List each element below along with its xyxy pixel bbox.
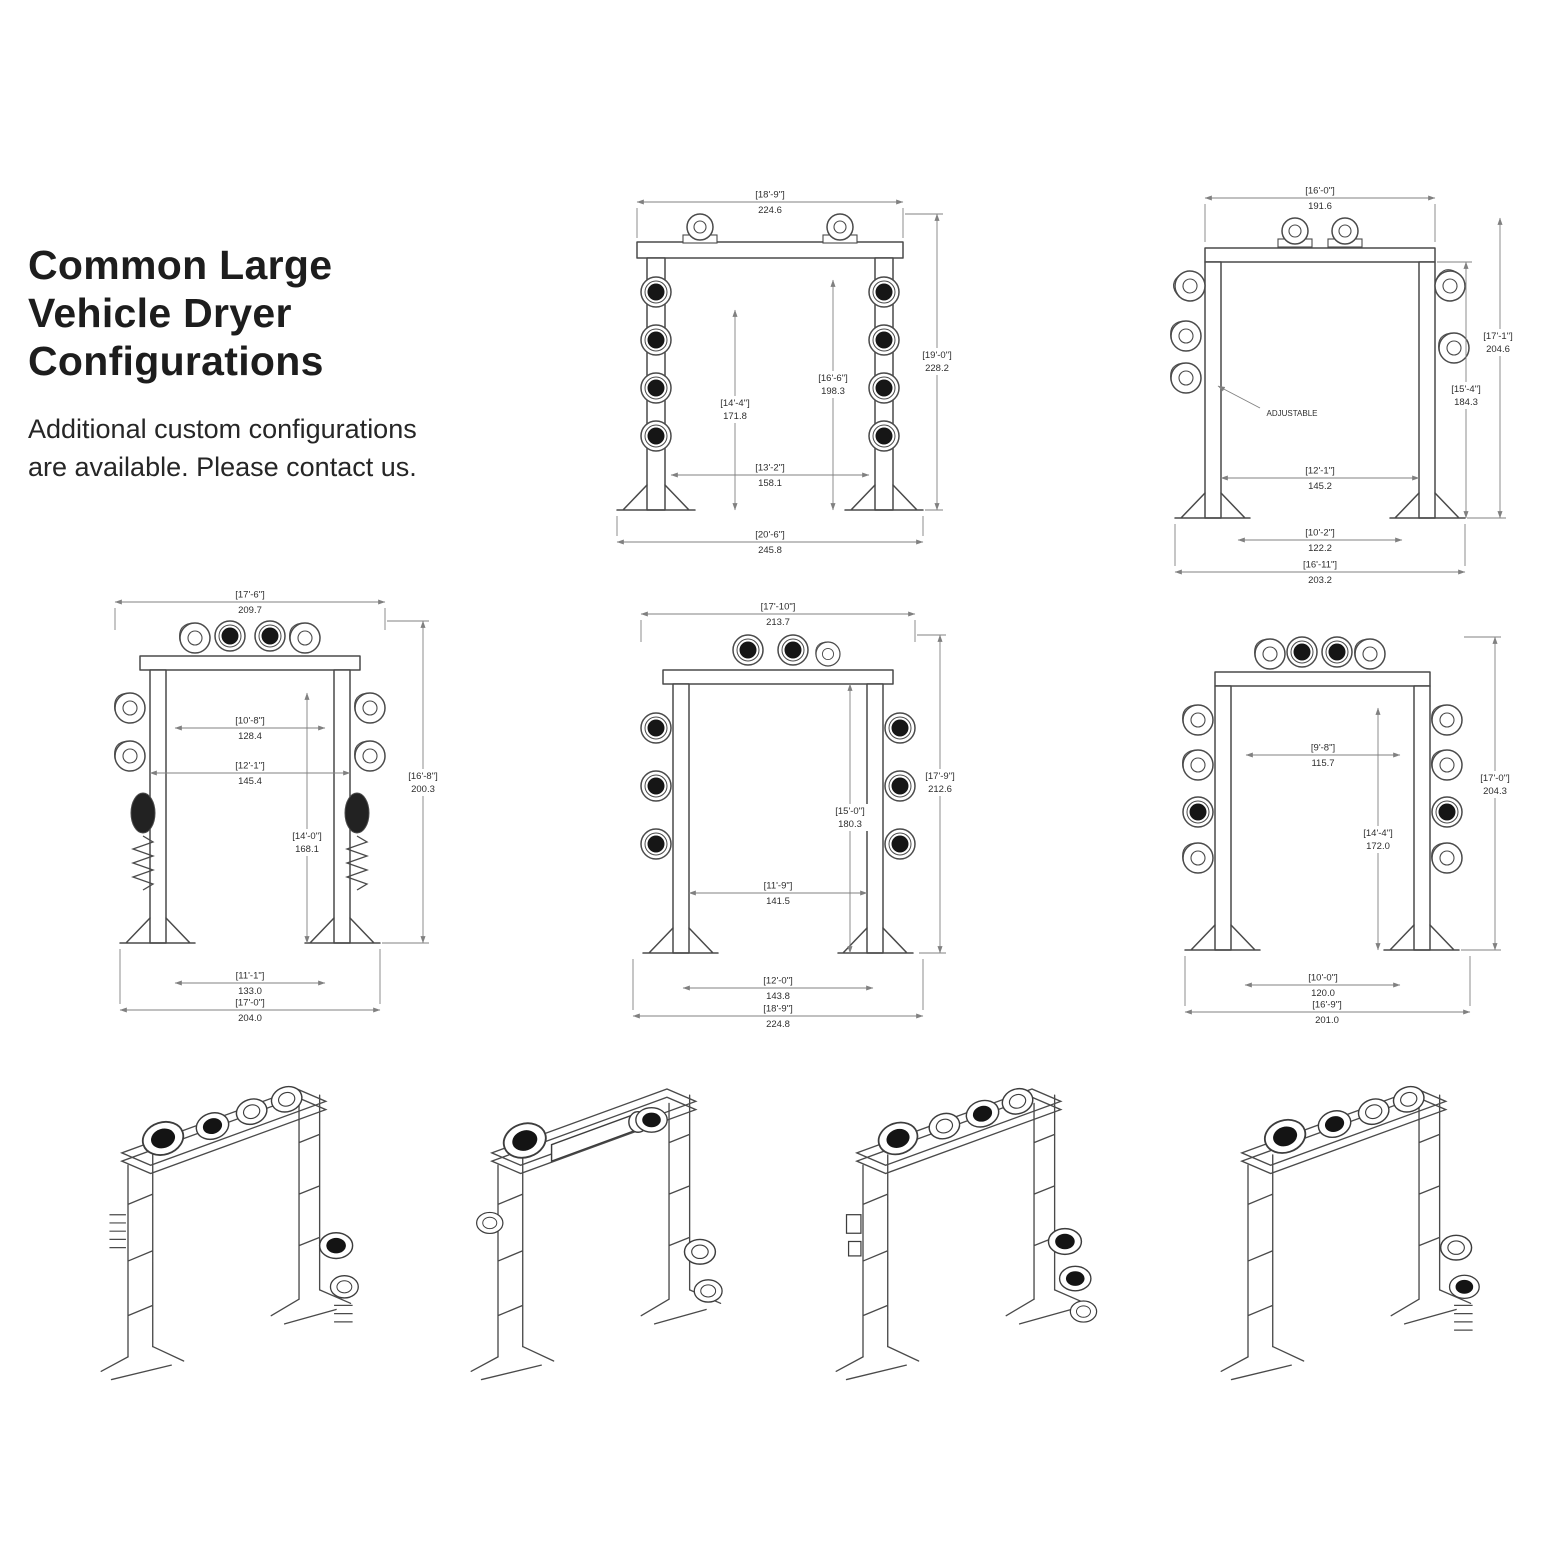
dim-value: 209.7 xyxy=(238,605,262,616)
dim-label: [11'-9"] xyxy=(764,881,793,892)
front-view-diagram-4: [17'-10"] 213.7 [15'-0"] 180.3 [17'-9"] … xyxy=(588,588,968,1038)
dim-value: 228.2 xyxy=(925,363,949,374)
page-title-line-3: Configurations xyxy=(28,337,324,384)
dim-value: 191.6 xyxy=(1308,201,1332,212)
dim-value: 204.6 xyxy=(1486,344,1510,355)
dryer-arch-structure xyxy=(1174,247,1466,519)
dim-label: [15'-0"] xyxy=(835,806,864,817)
dim-value: 172.0 xyxy=(1366,841,1390,852)
title-block: Common Large Vehicle Dryer Configuration… xyxy=(28,242,518,487)
dim-label: [13'-2"] xyxy=(755,463,784,474)
dim-label: [14'-4"] xyxy=(1363,828,1392,839)
isometric-view-2 xyxy=(430,1035,770,1420)
dim-label: [16'-9"] xyxy=(1312,1000,1341,1011)
front-view-diagram-1: [18'-9"] 224.6 [14'-4"] 171.8 [16'-6"] 1… xyxy=(585,180,970,575)
dim-value: 180.3 xyxy=(838,819,862,830)
dim-label: [16'-6"] xyxy=(818,373,847,384)
dim-label: [17'-0"] xyxy=(235,998,264,1009)
dim-value: 203.2 xyxy=(1308,575,1332,586)
blower-fans-group xyxy=(1259,1082,1480,1331)
dim-label: [19'-0"] xyxy=(922,350,951,361)
isometric-view-3 xyxy=(795,1035,1135,1420)
front-view-diagram-3: [17'-6"] 209.7 [10'-8"] 128.4 [12'-1"] 1… xyxy=(55,578,445,1033)
front-view-diagram-5: [9'-8"] 115.7 [14'-4"] 172.0 [17'-0"] 20… xyxy=(1130,600,1525,1030)
dim-label: [18'-9"] xyxy=(755,190,784,201)
dryer-arch-structure xyxy=(119,655,381,944)
front-view-diagram-2: [16'-0"] 191.6 [15'-4"] 184.3 [17'-1"] 2… xyxy=(1120,178,1520,608)
dim-label: [15'-4"] xyxy=(1451,384,1480,395)
dimension-lines xyxy=(114,599,429,1013)
dim-value: 145.2 xyxy=(1308,481,1332,492)
dim-label: [17'-6"] xyxy=(235,590,264,601)
dim-value: 212.6 xyxy=(928,784,952,795)
dim-label: [17'-1"] xyxy=(1483,331,1512,342)
dim-value: 224.6 xyxy=(758,205,782,216)
dim-value: 120.0 xyxy=(1311,988,1335,999)
dim-value: 141.5 xyxy=(766,896,790,907)
dim-label: [18'-9"] xyxy=(763,1004,792,1015)
dim-value: 213.7 xyxy=(766,617,790,628)
subtitle: Additional custom configurations are ava… xyxy=(28,410,518,487)
dim-label: [20'-6"] xyxy=(755,530,784,541)
blower-fans-group xyxy=(845,1084,1098,1323)
isometric-view-1 xyxy=(60,1035,400,1420)
dimension-labels: [17'-6"] 209.7 [10'-8"] 128.4 [12'-1"] 1… xyxy=(235,590,445,1024)
dimension-labels: [17'-10"] 213.7 [15'-0"] 180.3 [17'-9"] … xyxy=(761,602,962,1030)
dim-label: [10'-8"] xyxy=(235,716,264,727)
dim-label: [16'-11"] xyxy=(1303,560,1337,571)
dim-label: [14'-0"] xyxy=(292,831,321,842)
page-title-line-1: Common Large xyxy=(28,242,333,288)
dim-value: 204.0 xyxy=(238,1013,262,1024)
dim-value: 158.1 xyxy=(758,478,782,489)
dimension-lines xyxy=(616,199,943,545)
isometric-view-4 xyxy=(1180,1035,1520,1420)
adjustable-note: ADJUSTABLE xyxy=(1267,409,1318,418)
dim-label: [14'-4"] xyxy=(720,398,749,409)
dim-label: [16'-8"] xyxy=(408,771,437,782)
dim-value: 168.1 xyxy=(295,844,319,855)
dim-value: 184.3 xyxy=(1454,397,1478,408)
dimension-labels: [16'-0"] 191.6 [15'-4"] 184.3 [17'-1"] 2… xyxy=(1267,186,1520,586)
dim-value: 224.8 xyxy=(766,1019,790,1030)
dim-value: 245.8 xyxy=(758,545,782,556)
dim-label: [10'-0"] xyxy=(1308,973,1337,984)
dim-label: [16'-0"] xyxy=(1305,186,1334,197)
dim-label: [12'-1"] xyxy=(1305,466,1334,477)
dim-label: [12'-1"] xyxy=(235,761,264,772)
dim-value: 143.8 xyxy=(766,991,790,1002)
dryer-arch-structure xyxy=(1184,671,1460,951)
dim-value: 128.4 xyxy=(238,731,262,742)
subtitle-line-2: are available. Please contact us. xyxy=(28,452,417,483)
blower-fans-group xyxy=(109,1082,359,1323)
subtitle-line-1: Additional custom configurations xyxy=(28,413,417,444)
dim-value: 201.0 xyxy=(1315,1015,1339,1025)
dim-label: [17'-0"] xyxy=(1480,773,1509,784)
dimension-lines xyxy=(1174,195,1506,575)
dim-label: [12'-0"] xyxy=(763,976,792,987)
dim-value: 133.0 xyxy=(238,986,262,997)
dim-value: 122.2 xyxy=(1308,543,1332,554)
dim-value: 198.3 xyxy=(821,386,845,397)
dim-value: 200.3 xyxy=(411,784,435,795)
dimension-labels: [9'-8"] 115.7 [14'-4"] 172.0 [17'-0"] 20… xyxy=(1308,743,1517,1026)
blower-fans-group xyxy=(476,1106,723,1303)
dim-label: [9'-8"] xyxy=(1311,743,1335,754)
dryer-arch-structure xyxy=(642,669,914,954)
dim-label: [17'-10"] xyxy=(761,602,796,613)
dim-label: [11'-1"] xyxy=(236,971,265,982)
dim-label: [10'-2"] xyxy=(1305,528,1334,539)
dim-value: 145.4 xyxy=(238,776,262,787)
page-title-line-2: Vehicle Dryer xyxy=(28,289,292,336)
oscillator-units xyxy=(130,792,370,891)
dimension-labels: [18'-9"] 224.6 [14'-4"] 171.8 [16'-6"] 1… xyxy=(713,190,959,556)
dim-value: 171.8 xyxy=(723,411,747,422)
dimension-lines xyxy=(632,611,946,1019)
dim-value: 115.7 xyxy=(1311,758,1334,769)
dim-label: [17'-9"] xyxy=(925,771,954,782)
dim-value: 204.3 xyxy=(1483,786,1507,797)
